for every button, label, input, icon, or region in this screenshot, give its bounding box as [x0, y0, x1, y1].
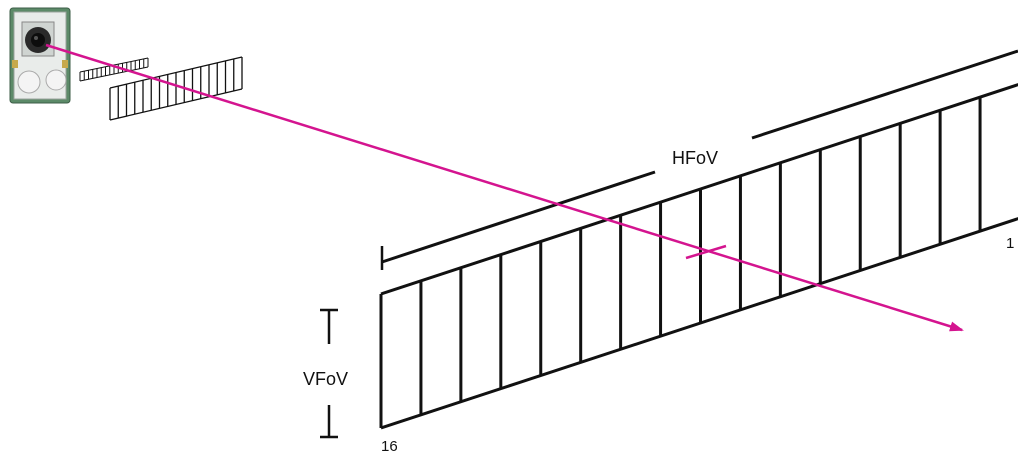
vfov-label: VFoV: [303, 369, 348, 389]
fov-segment-grid: [381, 84, 1018, 428]
segment-last-label: 16: [381, 438, 398, 455]
mid-projection-grid: [110, 57, 242, 120]
ray-intersection-mark: [686, 246, 726, 258]
sensor-device-icon: [10, 8, 70, 103]
hfov-label: HFoV: [672, 148, 718, 168]
emission-ray-arrow: [46, 45, 962, 330]
segment-first-label: 1: [1006, 235, 1014, 252]
near-projection-grid: [80, 58, 148, 81]
